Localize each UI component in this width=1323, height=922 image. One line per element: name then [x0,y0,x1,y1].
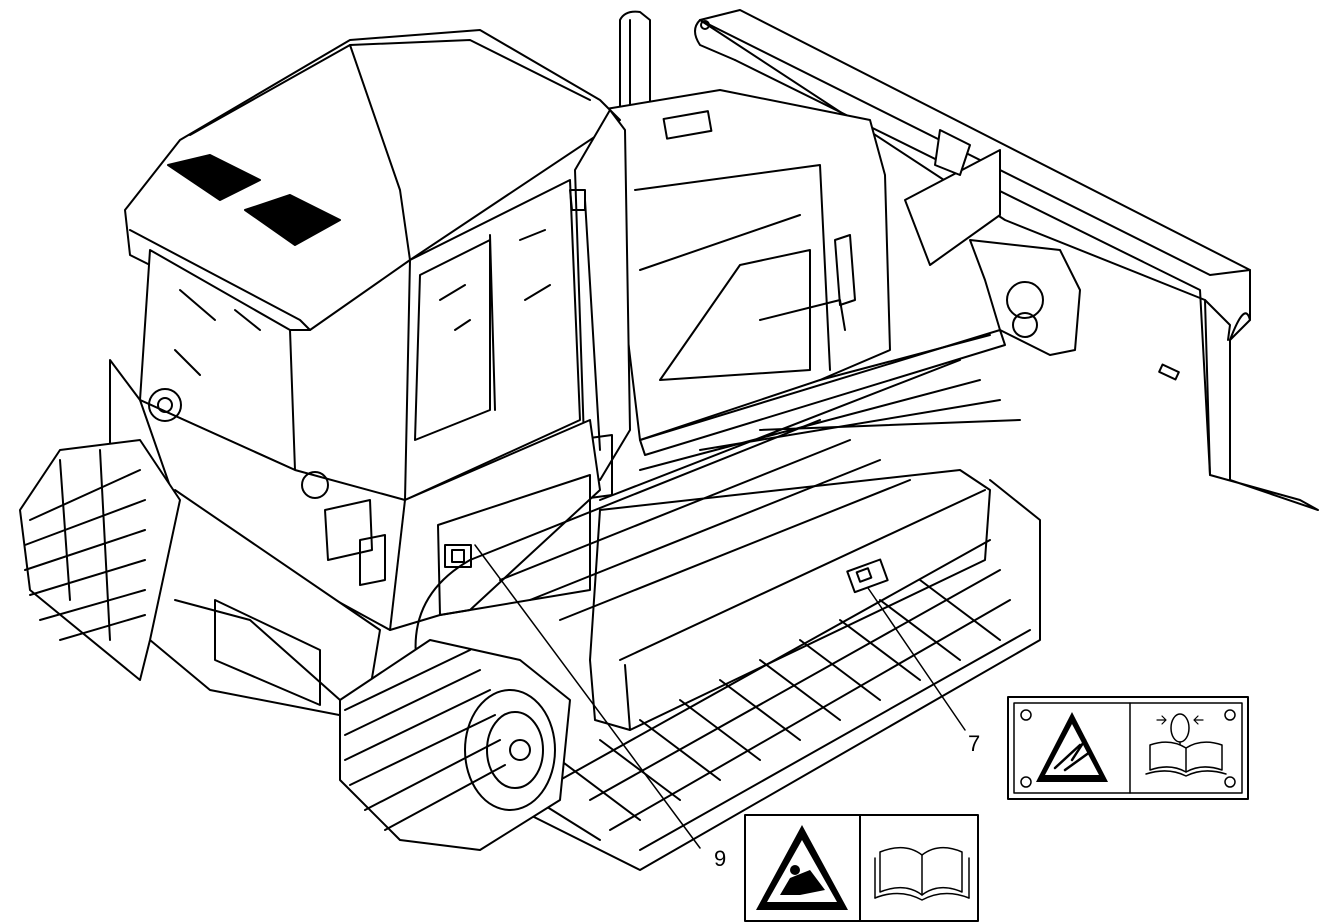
operator-cab [124,29,631,501]
right-track-shoes [414,359,1041,871]
callout-number-7: 7 [968,731,981,756]
leader-lines [474,544,966,849]
decal-7 [1007,696,1249,800]
left-track-shoes [19,439,181,681]
manual-book-icon [1145,741,1227,777]
blade-lift-arm [639,129,1081,456]
warning-triangle-icon [756,825,848,910]
warning-triangle-icon [1036,712,1108,782]
dozer-blade [694,9,1319,511]
right-track-frame [589,469,991,731]
leader-line-7 [867,587,966,731]
leader-line-9 [474,544,701,849]
right-track-rear [339,639,571,851]
callout-number-9: 9 [714,846,727,871]
decal-9 [744,814,979,922]
manual-book-icon [874,846,970,901]
